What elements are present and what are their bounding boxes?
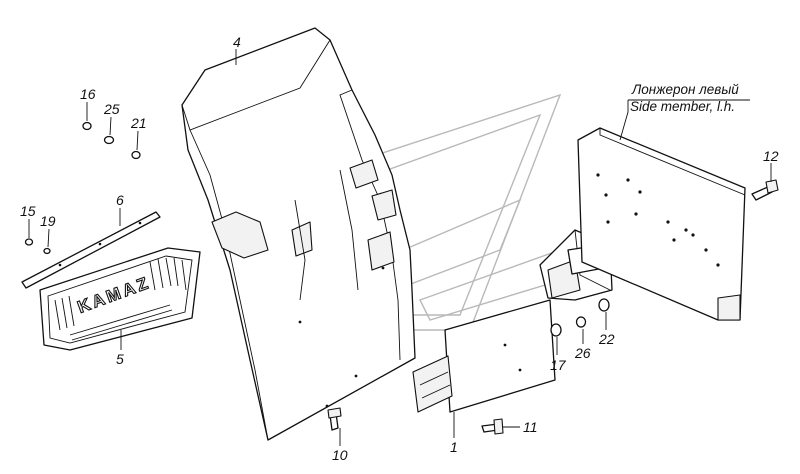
washer-part-21 (131, 150, 141, 160)
nut-part-17 (550, 323, 562, 337)
plate-part-1 (412, 299, 556, 413)
callout-26: 26 (574, 345, 591, 361)
callout-12: 12 (763, 148, 779, 164)
fender-part-4 (181, 27, 416, 441)
callout-21: 21 (130, 115, 147, 131)
washer-part-19 (43, 247, 51, 255)
callout-19: 19 (40, 213, 56, 229)
callout-10: 10 (332, 447, 348, 463)
nut-part-16 (82, 121, 92, 131)
bolt-part-11 (481, 418, 504, 435)
callout-6: 6 (116, 192, 124, 208)
callout-17: 17 (550, 357, 567, 373)
mudflap-ribs (54, 257, 187, 341)
callout-11: 11 (523, 419, 538, 435)
side-member-label-en: Side member, l.h. (630, 99, 735, 114)
callout-22: 22 (598, 331, 615, 347)
nut-part-15 (24, 238, 34, 246)
callout-5: 5 (116, 351, 124, 367)
side-member (577, 127, 746, 321)
washer-part-25 (103, 135, 115, 145)
leader-lines (28, 49, 772, 446)
bolt-part-10 (327, 407, 342, 431)
callout-25: 25 (103, 101, 120, 117)
mudflap-part-5: KAMAZ (39, 247, 201, 351)
side-member-label-ru: Лонжерон левый (631, 82, 739, 97)
washer-part-26 (575, 316, 587, 328)
callout-4: 4 (233, 34, 241, 50)
callout-15: 15 (20, 203, 36, 219)
callout-1: 1 (450, 439, 458, 455)
callout-16: 16 (80, 86, 96, 102)
bolt-part-12 (751, 179, 779, 201)
side-member-caption: Лонжерон левый Side member, l.h. (630, 82, 739, 114)
strip-part-6 (21, 211, 161, 289)
callouts: 4 16 25 21 15 19 6 5 10 1 11 17 26 22 12 (20, 34, 779, 463)
nut-part-22 (598, 298, 610, 312)
